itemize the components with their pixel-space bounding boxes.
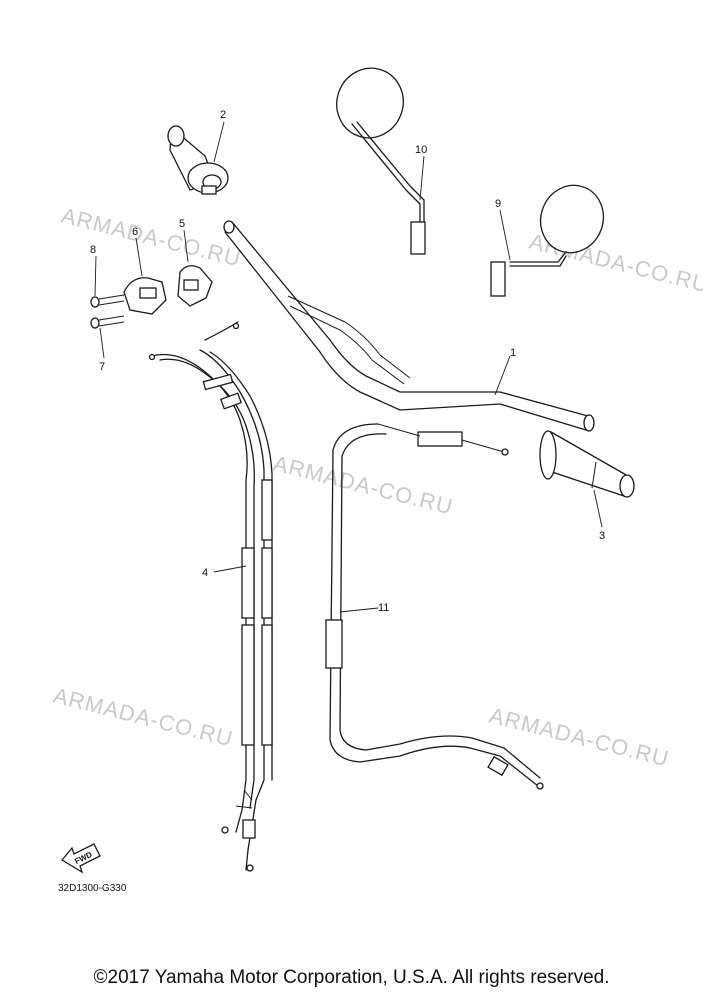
copyright-notice: ©2017 Yamaha Motor Corporation, U.S.A. A… bbox=[93, 967, 610, 988]
callout-9: 9 bbox=[495, 198, 501, 210]
screw-lower bbox=[90, 315, 125, 329]
watermark-3: ARMADA-CO.RU bbox=[271, 451, 456, 520]
switch-housing-upper bbox=[177, 265, 213, 307]
throttle-grip bbox=[167, 125, 229, 195]
watermark-5: ARMADA-CO.RU bbox=[487, 703, 672, 772]
throttle-cables bbox=[148, 321, 273, 872]
watermark-4: ARMADA-CO.RU bbox=[51, 683, 236, 752]
callout-leaders bbox=[94, 121, 603, 613]
screw-upper bbox=[90, 294, 125, 308]
clutch-cable bbox=[325, 423, 544, 790]
callout-5: 5 bbox=[179, 218, 185, 230]
diagram-code: 32D1300-G330 bbox=[58, 883, 127, 894]
callout-6: 6 bbox=[132, 226, 138, 238]
callout-2: 2 bbox=[220, 109, 226, 121]
callout-11: 11 bbox=[378, 602, 389, 614]
mirror-left bbox=[336, 67, 426, 255]
switch-housing-lower bbox=[123, 277, 167, 315]
handlebar bbox=[223, 220, 595, 432]
forward-arrow-icon: FWD bbox=[61, 843, 101, 874]
callout-8: 8 bbox=[90, 244, 96, 256]
callout-10: 10 bbox=[415, 144, 427, 156]
callout-7: 7 bbox=[99, 361, 105, 373]
left-grip bbox=[539, 430, 635, 498]
callout-4: 4 bbox=[202, 567, 208, 579]
callout-3: 3 bbox=[599, 530, 605, 542]
watermark-1: ARMADA-CO.RU bbox=[59, 203, 244, 272]
callout-1: 1 bbox=[510, 347, 516, 359]
mirror-right bbox=[490, 184, 605, 297]
